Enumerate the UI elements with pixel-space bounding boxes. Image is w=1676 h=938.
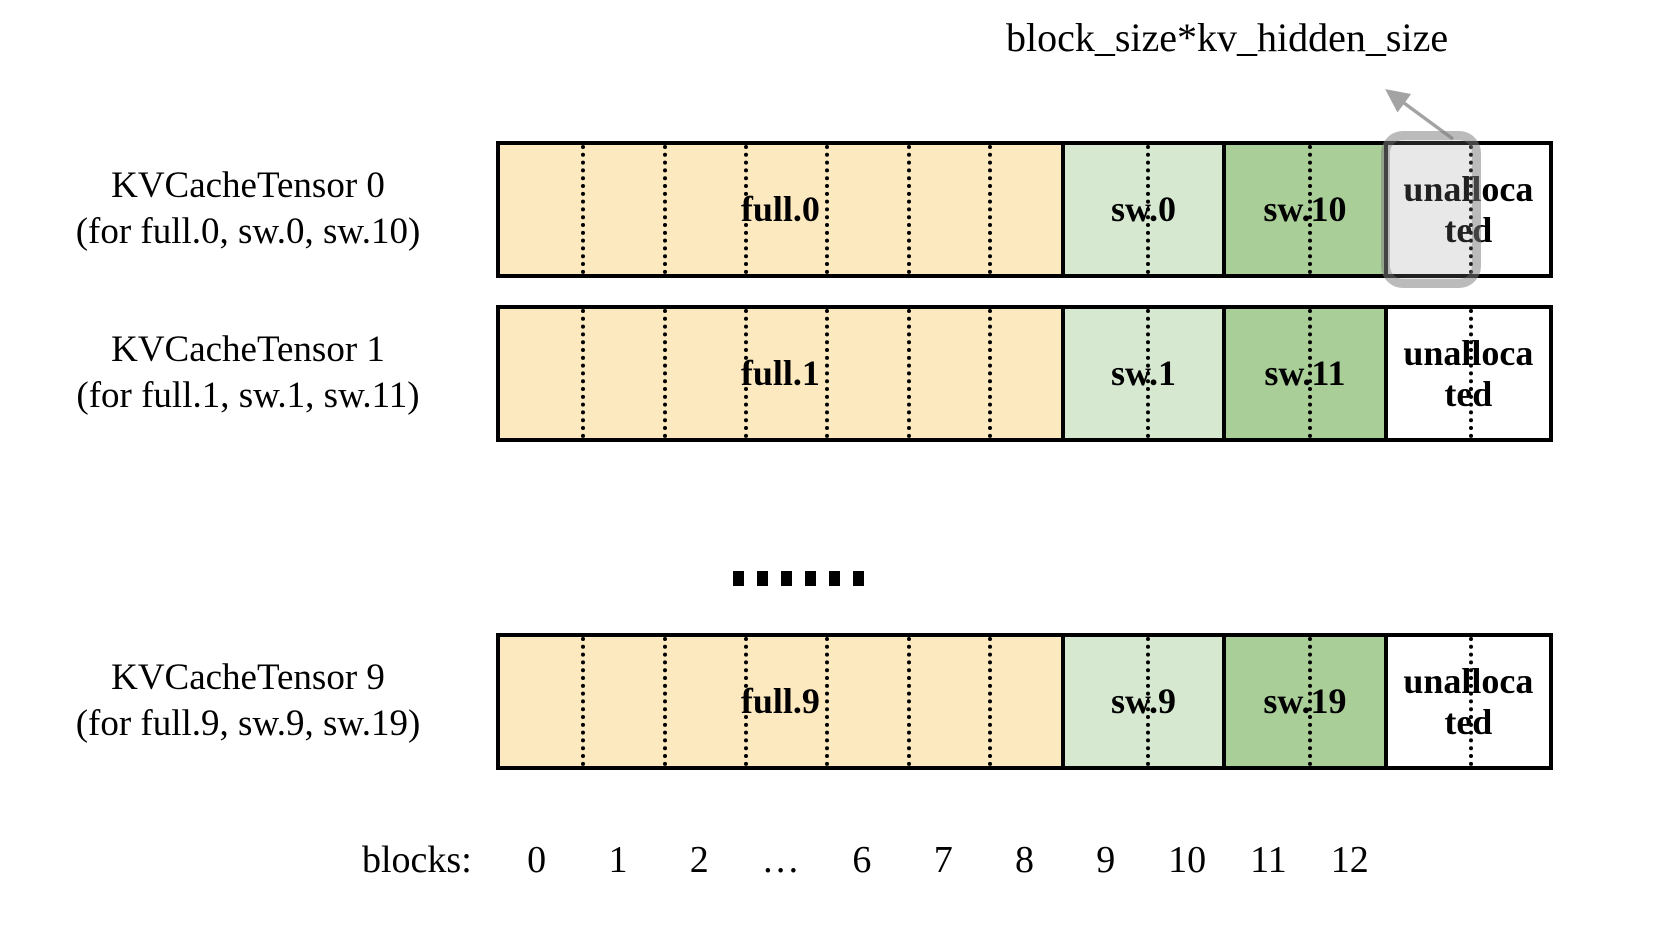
axis-tick-5: 7: [933, 839, 953, 881]
block-dividers: [1226, 309, 1383, 438]
ellipsis-dot: [805, 571, 816, 586]
block-dividers: [500, 145, 1061, 274]
block-divider-line: [906, 637, 911, 766]
block-divider-line: [743, 145, 748, 274]
block-divider-line: [743, 637, 748, 766]
tensor-segment-sw-11: sw.11: [1226, 309, 1388, 438]
block-dividers: [1388, 637, 1549, 766]
block-dividers: [1388, 309, 1549, 438]
tensor-row-label: KVCacheTensor 0(for full.0, sw.0, sw.10): [10, 163, 486, 255]
tensor-segment-full-9: full.9: [500, 637, 1065, 766]
tensor-segment-sw-0: sw.0: [1064, 145, 1227, 274]
axis-tick-2: 2: [689, 839, 709, 881]
axis-tick-3: …: [761, 839, 800, 881]
block-divider-line: [1307, 145, 1312, 274]
tensor-segment-full-0: full.0: [500, 145, 1065, 274]
tensor-row-title: KVCacheTensor 9: [111, 656, 385, 698]
tensor-row-subtitle: (for full.9, sw.9, sw.19): [75, 702, 421, 744]
axis-tick-4: 6: [852, 839, 872, 881]
axis-tick-7: 9: [1096, 839, 1116, 881]
tensor-segment-full-1: full.1: [500, 309, 1065, 438]
block-divider-line: [987, 145, 992, 274]
axis-title: blocks:: [362, 839, 472, 881]
block-divider-line: [987, 309, 992, 438]
block-divider-line: [1146, 637, 1151, 766]
block-divider-line: [1146, 309, 1151, 438]
annotation-block-size-label: block_size*kv_hidden_size: [1006, 15, 1449, 60]
block-divider-line: [662, 145, 667, 274]
ellipsis-dot: [853, 571, 864, 586]
tensor-row-subtitle: (for full.0, sw.0, sw.10): [75, 210, 421, 252]
block-divider-line: [662, 309, 667, 438]
block-dividers: [500, 309, 1061, 438]
block-divider-line: [743, 309, 748, 438]
tensor-row-label: KVCacheTensor 9(for full.9, sw.9, sw.19): [10, 655, 486, 747]
tensor-row-title: KVCacheTensor 0: [111, 164, 385, 206]
block-divider-line: [987, 637, 992, 766]
ellipsis-dot: [733, 571, 744, 586]
ellipsis-dot: [781, 571, 792, 586]
axis-tick-10: 12: [1330, 839, 1369, 881]
tensor-segment-unallocated: unalloca ted: [1387, 309, 1550, 438]
block-dividers: [1226, 637, 1383, 766]
block-divider-line: [825, 145, 830, 274]
block-dividers: [1065, 637, 1222, 766]
tensor-segment-sw-9: sw.9: [1064, 637, 1227, 766]
block-divider-line: [581, 145, 586, 274]
tensor-segment-unallocated: unalloca ted: [1387, 145, 1550, 274]
axis-tick-9: 11: [1250, 839, 1287, 881]
tensor-segment-unallocated: unalloca ted: [1387, 637, 1550, 766]
block-divider-line: [581, 309, 586, 438]
block-divider-line: [825, 637, 830, 766]
axis-tick-1: 1: [608, 839, 628, 881]
block-divider-line: [662, 637, 667, 766]
block-dividers: [500, 637, 1061, 766]
ellipsis-dot: [829, 571, 840, 586]
block-dividers: [1065, 309, 1222, 438]
tensor-row-subtitle: (for full.1, sw.1, sw.11): [76, 374, 420, 416]
block-divider-line: [581, 637, 586, 766]
block-divider-line: [906, 145, 911, 274]
axis-tick-8: 10: [1168, 839, 1207, 881]
block-divider-line: [1468, 309, 1473, 438]
block-dividers: [1388, 145, 1549, 274]
block-dividers: [1226, 145, 1383, 274]
continuation-ellipsis: [733, 571, 864, 586]
ellipsis-dot: [757, 571, 768, 586]
axis-tick-6: 8: [1015, 839, 1034, 881]
axis-tick-0: 0: [527, 839, 547, 881]
block-divider-line: [1307, 637, 1312, 766]
tensor-row-label: KVCacheTensor 1(for full.1, sw.1, sw.11): [10, 327, 486, 419]
tensor-row-title: KVCacheTensor 1: [111, 328, 385, 370]
tensor-segment-sw-1: sw.1: [1064, 309, 1227, 438]
block-divider-line: [1468, 637, 1473, 766]
block-divider-line: [1468, 145, 1473, 274]
tensor-segment-sw-10: sw.10: [1226, 145, 1388, 274]
block-divider-line: [825, 309, 830, 438]
block-divider-line: [906, 309, 911, 438]
block-dividers: [1065, 145, 1222, 274]
tensor-segment-sw-19: sw.19: [1226, 637, 1388, 766]
block-divider-line: [1307, 309, 1312, 438]
block-divider-line: [1146, 145, 1151, 274]
